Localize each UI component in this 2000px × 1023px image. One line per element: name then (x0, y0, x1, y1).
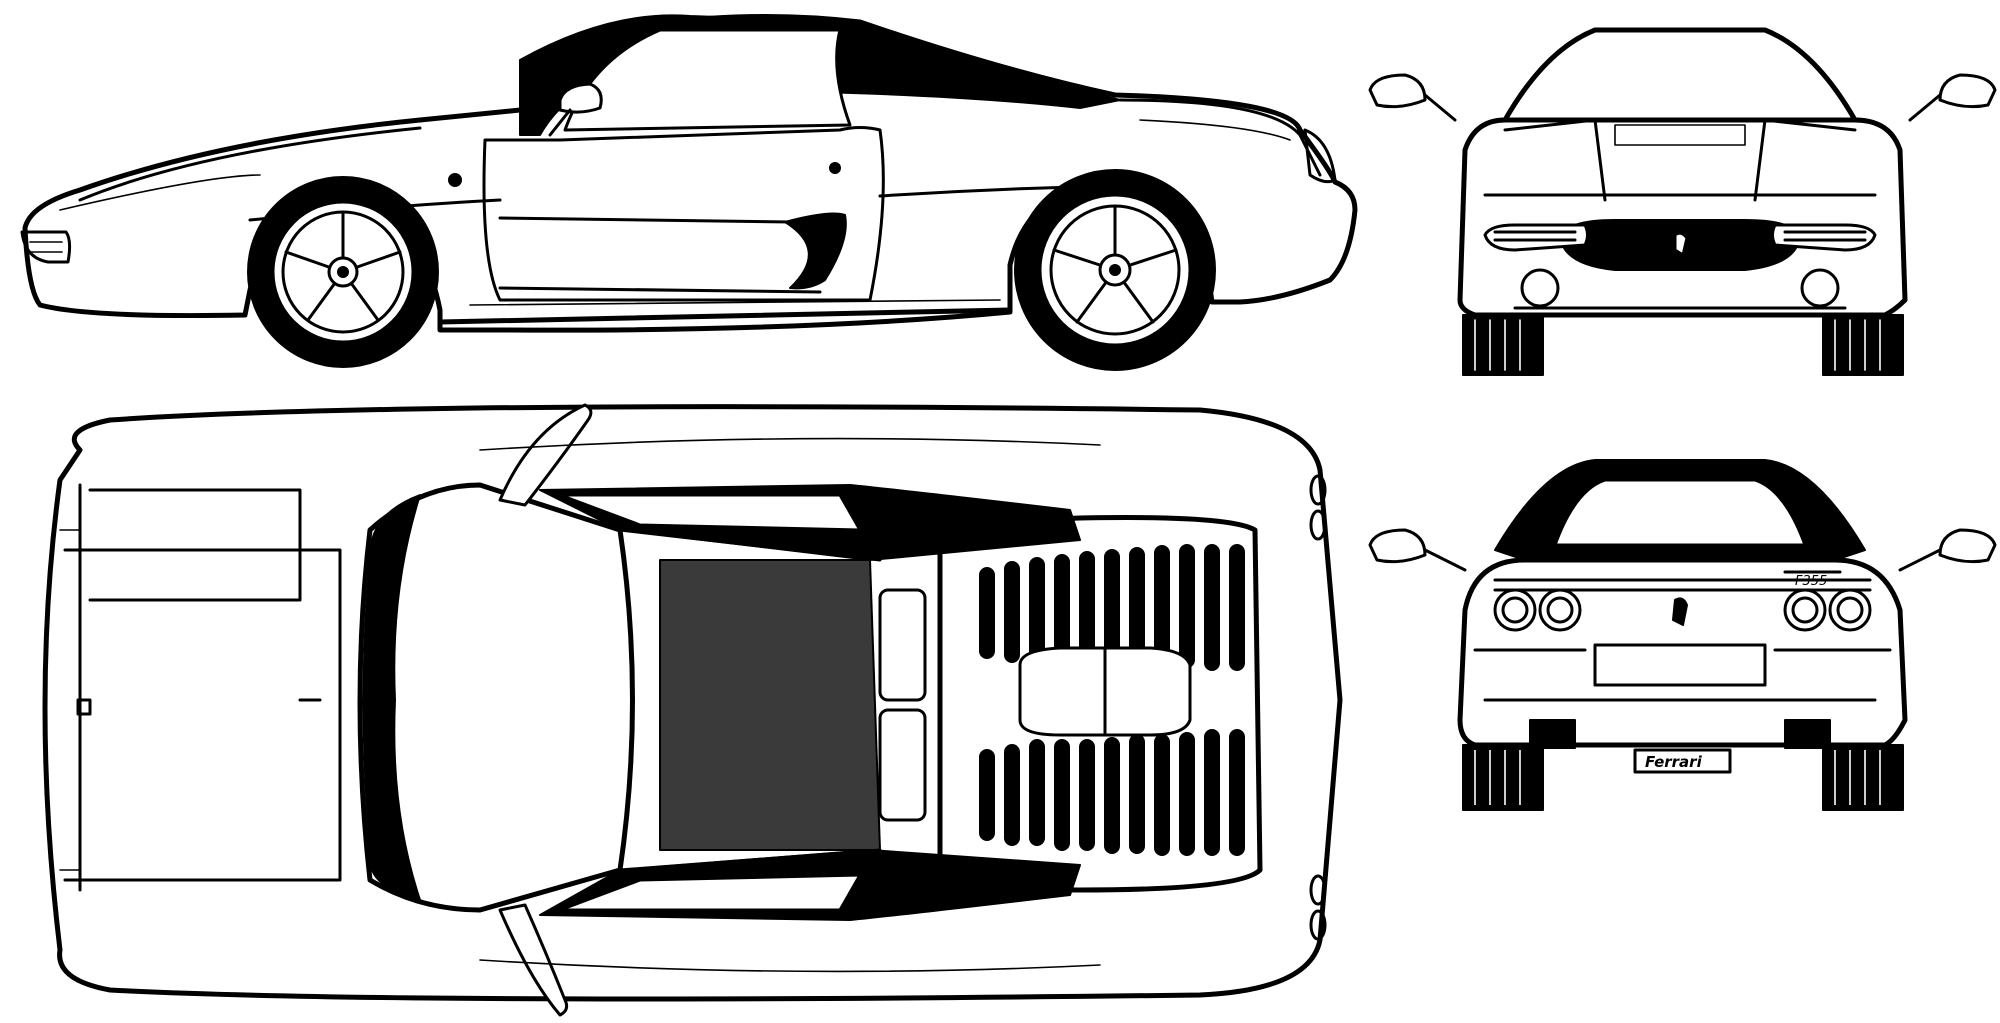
top-view-drawing (42, 403, 1343, 1017)
front-fog-right (1800, 268, 1840, 308)
front-windshield (1502, 27, 1858, 123)
front-fog-left (1520, 268, 1560, 308)
rear-tail-lights-left (1493, 588, 1582, 632)
side-view-drawing (20, 13, 1358, 371)
side-door-outline (482, 126, 885, 302)
rear-exhaust-right (1784, 719, 1831, 749)
rear-exhaust-left (1529, 719, 1576, 749)
front-view (1365, 10, 2000, 390)
side-air-intake (784, 212, 847, 290)
front-mirror-right (1938, 73, 1997, 109)
rear-prancing-horse-badge (1672, 597, 1688, 626)
rear-model-badge: F355 (1795, 574, 1827, 589)
side-mirror (558, 82, 603, 114)
front-tire-left (1462, 314, 1544, 376)
rear-lower-script: Ferrari (1645, 753, 1703, 771)
rear-view-drawing: F355 (1368, 459, 1997, 811)
front-body-outline (1457, 117, 1908, 318)
top-tail-lights (1309, 474, 1327, 941)
side-rear-wheel (1014, 169, 1216, 371)
top-body-outline (42, 404, 1343, 1002)
front-headlight-right (1771, 223, 1877, 252)
top-engine-louvres (979, 544, 1245, 856)
rear-tire-right (1822, 744, 1904, 811)
top-engine-cover (937, 515, 1263, 893)
front-prancing-horse-badge (1673, 231, 1689, 257)
rear-tire-left (1462, 744, 1544, 811)
side-front-fascia (20, 230, 72, 264)
rear-mirror-left (1368, 528, 1427, 564)
rear-mirror-right (1938, 528, 1997, 564)
rear-window (1553, 478, 1807, 547)
top-cockpit-interior (659, 559, 881, 851)
rear-tail-lights-right (1783, 588, 1872, 632)
rear-license-plate (1593, 643, 1767, 687)
front-mirror-left (1368, 73, 1427, 109)
top-front-hood (88, 488, 302, 602)
top-view (0, 390, 1360, 1020)
side-view (0, 0, 1370, 390)
rear-body-outline (1457, 557, 1908, 748)
front-headlight-left (1483, 223, 1589, 252)
top-mirror-lower (498, 903, 569, 1017)
side-front-wheel (247, 176, 439, 368)
front-view-drawing (1368, 27, 1997, 376)
front-tire-right (1822, 314, 1904, 376)
rear-view: F355 (1365, 450, 2000, 830)
